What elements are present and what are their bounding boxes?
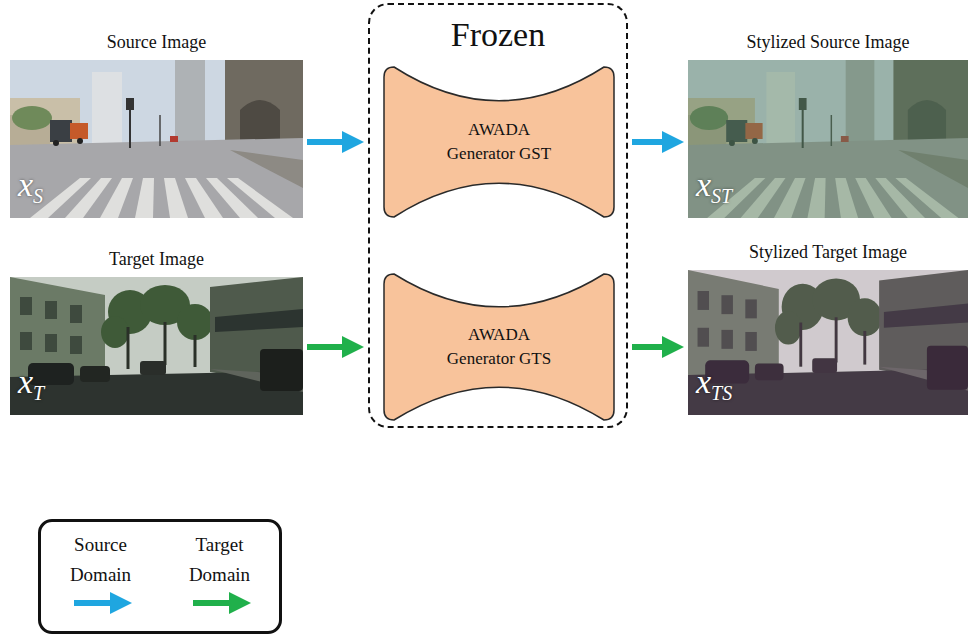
source-photo [10, 60, 303, 218]
generator-box: AWADA Generator GTS [384, 274, 614, 420]
flow-arrow [632, 139, 672, 145]
image-panel: Stylized Source Image xST [688, 30, 968, 218]
target-photo [10, 277, 303, 415]
legend-entry: Source Domain [46, 530, 156, 616]
generator-shape [384, 67, 614, 217]
frozen-group: FrozenAWADA Generator GST AWADA Generator… [368, 3, 628, 428]
generator-shape [384, 274, 614, 420]
image-symbol: xT [18, 362, 44, 413]
legend-arrow-head [229, 592, 251, 614]
generator-box: AWADA Generator GST [384, 67, 614, 217]
legend-box: Source Domain Target Domain [38, 519, 282, 634]
flow-arrow [632, 344, 672, 350]
image-title: Target Image [109, 247, 204, 271]
image-symbol: xS [18, 165, 43, 216]
legend-text: Target Domain [175, 530, 265, 590]
image-panel: Source Image xS [10, 30, 303, 218]
image-panel: Stylized Target Image xTS [688, 240, 968, 415]
image-title: Stylized Source Image [747, 30, 910, 54]
generator-outline [384, 274, 614, 420]
legend-arrow [66, 590, 136, 616]
image-panel: Target Image xT [10, 247, 303, 415]
image-title: Source Image [107, 30, 206, 54]
flow-arrow [307, 139, 352, 145]
generator-label: AWADA Generator GTS [440, 323, 558, 371]
group-title: Frozen [451, 15, 545, 55]
stylized-source-photo [688, 60, 968, 218]
generator-label: AWADA Generator GST [440, 118, 558, 166]
legend-arrow-shaft [74, 600, 112, 606]
image-symbol: xST [696, 165, 732, 216]
legend-arrow-head [110, 592, 132, 614]
flow-arrow [307, 344, 352, 350]
stylized-target-photo [688, 270, 968, 415]
legend-arrow [185, 590, 255, 616]
legend-arrow-shaft [193, 600, 231, 606]
image-symbol: xTS [696, 362, 732, 413]
generator-outline [384, 67, 614, 217]
legend-entry: Target Domain [165, 530, 275, 616]
legend-text: Source Domain [56, 530, 146, 590]
image-title: Stylized Target Image [749, 240, 907, 264]
